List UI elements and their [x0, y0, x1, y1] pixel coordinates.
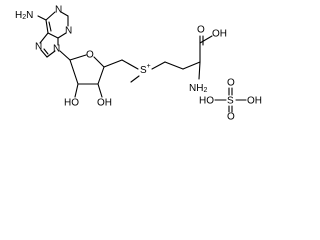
bond-calpha-amino — [198, 61, 201, 80]
hydroxyl-left-label: HO — [64, 98, 79, 109]
ribose-o-label: O — [86, 50, 94, 61]
bond-s-cgamma — [151, 61, 166, 70]
bond-c3prime-oh — [97, 83, 103, 98]
sulfate-oh-right-label: OH — [247, 96, 262, 107]
sulfate-counterion: HO S OH O O — [199, 78, 262, 121]
bond-c6-n1 — [45, 11, 56, 21]
bond-n9-c1prime — [59, 50, 71, 61]
hydroxyl-right-label: OH — [97, 98, 112, 109]
sulfate-ho-left-label: HO — [199, 96, 214, 107]
bond-c4prime-c3prime — [97, 66, 105, 85]
bond-n7-c8-double — [43, 48, 49, 55]
ribose-ring: O HO OH — [64, 50, 139, 109]
sulfate-o-top-label: O — [227, 78, 235, 89]
bond-c5prime-s — [121, 59, 139, 70]
molecule-structure-drawing: H2N N N N N O HO OH S+ — [15, 5, 262, 121]
amino-left-label: H2N — [15, 10, 33, 21]
methionine-chain: S+ O OH NH2 — [130, 25, 227, 94]
bond-c1prime-o — [69, 54, 87, 61]
sulfonium-s-label: S+ — [140, 63, 151, 76]
bond-o-c4prime — [93, 56, 105, 68]
bond-c5-c6 — [45, 19, 49, 34]
adenine-base: H2N N N N N — [15, 5, 72, 61]
bond-cbeta-calpha — [182, 61, 201, 70]
bond-s-methyl — [130, 75, 140, 83]
carboxyl-o-label: O — [197, 25, 205, 36]
purine-n3-label: N — [65, 26, 72, 37]
bond-c2prime-c1prime — [69, 59, 79, 85]
bond-c4prime-c5prime — [103, 59, 123, 68]
purine-n7-label: N — [35, 42, 42, 53]
sulfate-o-bottom-label: O — [227, 112, 235, 121]
carboxyl-oh-label: OH — [212, 29, 227, 40]
sulfate-s-label: S — [227, 96, 234, 107]
bond-c4-c5 — [47, 32, 59, 39]
bond-carboxyl-oh — [199, 35, 213, 44]
bond-amino-c6 — [37, 15, 47, 21]
bond-cgamma-cbeta — [164, 61, 184, 70]
bond-n7-c8 — [40, 49, 48, 58]
amino-right-label: NH2 — [189, 83, 207, 94]
purine-n9-label: N — [53, 44, 60, 55]
bond-c8-n9 — [46, 50, 56, 58]
bond-c5-c6-double — [48, 21, 52, 32]
bond-n1-c2 — [60, 11, 69, 17]
bond-c2prime-oh — [74, 83, 79, 98]
bond-c5-n7 — [39, 32, 49, 44]
purine-n1-label: N — [55, 5, 62, 16]
bond-n3-c4 — [57, 32, 67, 39]
